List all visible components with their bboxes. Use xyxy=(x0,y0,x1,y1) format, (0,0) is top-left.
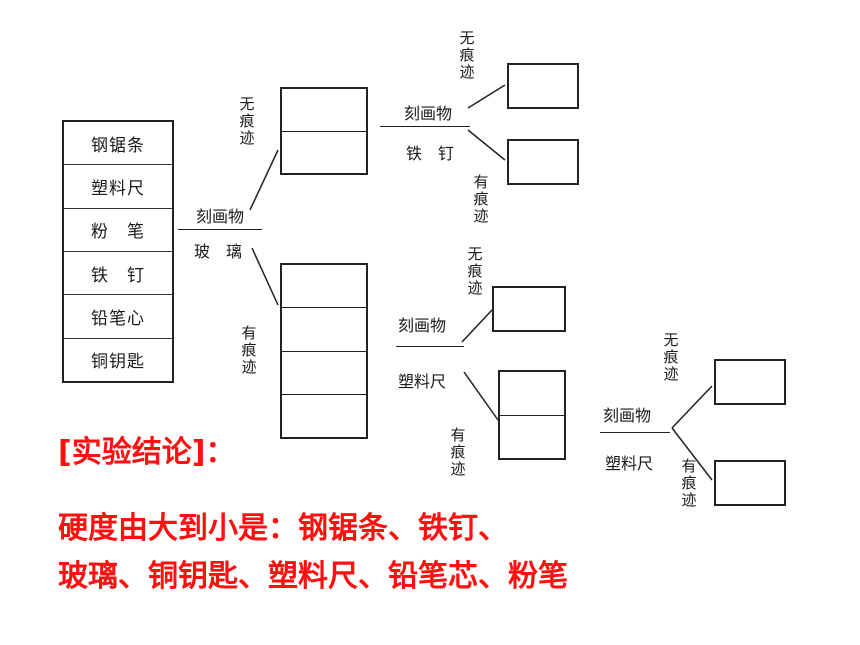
result-box xyxy=(714,359,786,405)
result-box xyxy=(507,63,579,109)
material-item: 塑料尺 xyxy=(64,165,172,209)
branch3-upper-label: 无痕迹 xyxy=(467,245,483,297)
material-item: 粉 笔 xyxy=(64,209,172,252)
material-item: 铜钥匙 xyxy=(91,352,145,373)
result-box xyxy=(507,139,579,185)
result-box xyxy=(714,460,786,506)
result-box-split xyxy=(498,370,566,460)
branch4-action-label: 刻画物 xyxy=(603,406,652,425)
material-item: 铁 钉 xyxy=(64,252,172,296)
branch4-divider xyxy=(600,432,670,433)
branch1-divider xyxy=(178,229,262,230)
material-item: 钢锯条 xyxy=(64,122,172,166)
branch3-tool-label: 塑料尺 xyxy=(398,372,447,391)
branch2-lower-label: 有痕迹 xyxy=(473,173,489,225)
branch4-lower-line xyxy=(671,427,713,481)
material-item: 铅笔心 xyxy=(64,295,172,339)
branch1-upper-line xyxy=(249,149,279,211)
branch3-lower-label: 有痕迹 xyxy=(450,426,466,478)
branch2-lower-line xyxy=(467,129,506,161)
result-box-no-trace xyxy=(280,87,368,175)
result-box xyxy=(492,286,566,332)
materials-table: 钢锯条 塑料尺 粉 笔 铁 钉 铅笔心 铜钥匙 xyxy=(62,120,174,383)
branch1-action-label: 刻画物 xyxy=(196,207,245,226)
branch1-upper-label: 无痕迹 xyxy=(239,95,255,147)
conclusion-heading: [实验结论]： xyxy=(58,435,236,470)
branch4-upper-line xyxy=(671,385,713,429)
branch2-upper-label: 无痕迹 xyxy=(459,29,475,81)
branch2-divider xyxy=(380,126,470,127)
result-box-trace xyxy=(280,263,368,439)
branch2-upper-line xyxy=(467,84,506,109)
branch3-upper-line xyxy=(461,309,493,343)
branch2-action-label: 刻画物 xyxy=(404,104,453,123)
branch4-tool-label: 塑料尺 xyxy=(605,454,654,473)
branch3-lower-line xyxy=(463,371,499,421)
branch3-divider xyxy=(396,346,464,347)
conclusion-line1: 硬度由大到小是：钢锯条、铁钉、 xyxy=(58,511,508,546)
branch1-lower-label: 有痕迹 xyxy=(241,324,257,376)
branch3-action-label: 刻画物 xyxy=(398,316,447,335)
conclusion-line2: 玻璃、铜钥匙、塑料尺、铅笔芯、粉笔 xyxy=(58,559,568,594)
branch4-lower-label: 有痕迹 xyxy=(681,457,697,509)
branch1-tool-label: 玻 璃 xyxy=(194,242,243,261)
branch1-lower-line xyxy=(251,247,279,306)
branch4-upper-label: 无痕迹 xyxy=(663,331,679,383)
branch2-tool-label: 铁 钉 xyxy=(406,144,455,163)
